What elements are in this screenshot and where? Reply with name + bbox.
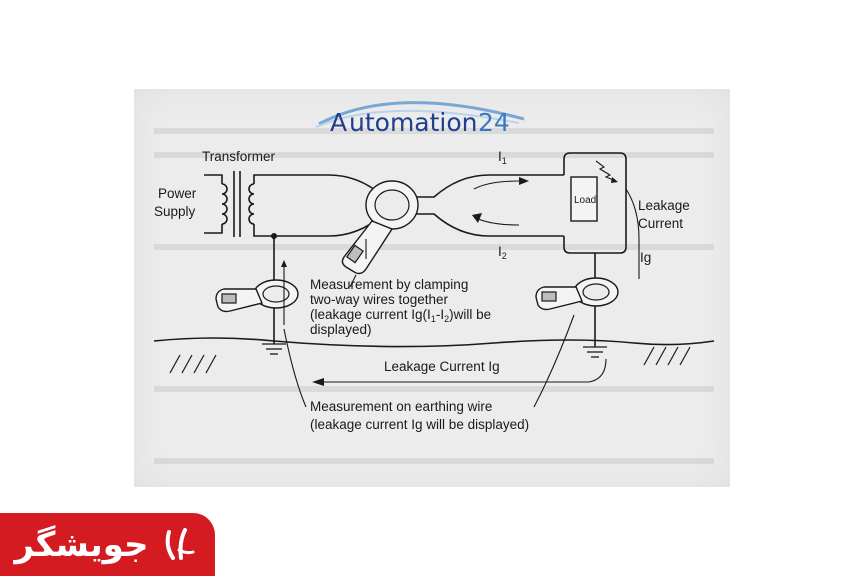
clamp-note-line-2: two-way wires together — [310, 292, 449, 307]
transformer-symbol — [204, 171, 284, 237]
clamp-meter-earth-left — [215, 279, 299, 313]
clamp-note-line-3: (leakage current Ig(I1-I2)will be — [310, 307, 491, 324]
leakage-label-2: Current — [638, 216, 683, 231]
brand-badge: جویشگر — [0, 513, 215, 576]
current-i2-label: I2 — [498, 244, 507, 261]
clamp-meter-earth-right — [535, 277, 619, 311]
load-label: Load — [574, 195, 596, 206]
ground-surface — [153, 337, 715, 348]
ground-symbol-right — [583, 346, 607, 358]
leakage-current-diagram: A utomation 24 Transformer Power Supply — [153, 101, 715, 464]
power-supply-label-1: Power — [158, 186, 197, 201]
automation24-logo: A utomation 24 — [315, 101, 525, 137]
logo-prefix: A — [330, 108, 347, 137]
logo-number: 24 — [478, 108, 510, 137]
earth-note-line-2: (leakage current Ig will be displayed) — [310, 417, 529, 432]
brand-name: جویشگر — [14, 524, 149, 565]
brand-logo-icon — [165, 527, 195, 560]
load-enclosure: Load — [563, 152, 627, 254]
scanned-diagram: A utomation 24 Transformer Power Supply — [134, 89, 730, 487]
ground-hatching-left — [169, 354, 217, 374]
ground-leakage-label: Leakage Current Ig — [384, 359, 500, 374]
power-supply-label-2: Supply — [154, 204, 196, 219]
transformer-label: Transformer — [202, 149, 276, 164]
ground-hatching-right — [643, 346, 691, 366]
ground-symbol-left — [262, 343, 286, 355]
clamp-note-line-4: displayed) — [310, 322, 372, 337]
leakage-label-1: Leakage — [638, 198, 690, 213]
clamp-meter-wires — [341, 180, 419, 275]
logo-name: utomation — [349, 108, 478, 137]
earth-note-line-1: Measurement on earthing wire — [310, 399, 492, 414]
load-box — [570, 176, 598, 222]
clamp-note-line-1: Measurement by clamping — [310, 277, 468, 292]
current-i1-label: I1 — [498, 149, 507, 166]
ig-label: Ig — [640, 250, 651, 265]
wire-bottom — [284, 213, 564, 237]
